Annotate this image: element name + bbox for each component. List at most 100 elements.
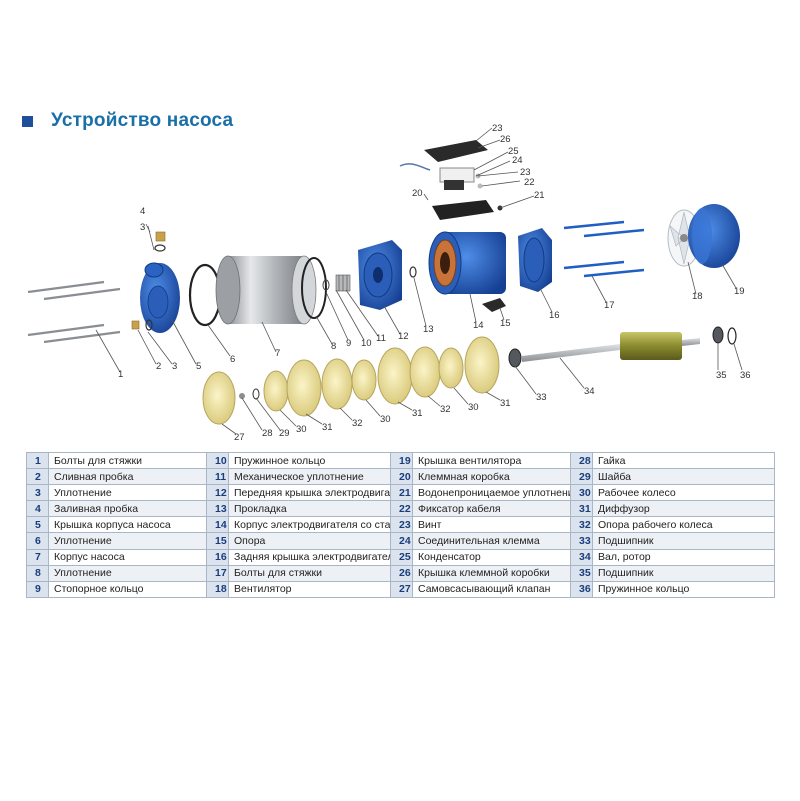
callout-17: 17 [604, 300, 615, 311]
gasket [409, 266, 417, 278]
pump-casing-cover [140, 262, 180, 333]
legend-part-number: 33 [570, 532, 593, 550]
legend-part-number: 31 [570, 500, 593, 518]
legend-part-number: 23 [390, 516, 413, 534]
callout-27: 27 [234, 432, 245, 443]
legend-part-number: 18 [206, 580, 229, 598]
callout-labels: 1 2 3 3 4 5 6 7 8 9 10 11 12 13 14 15 16… [118, 123, 751, 443]
legend-part-number: 29 [570, 468, 593, 486]
legend-part-name: Вал, ротор [592, 548, 775, 566]
callout-16: 16 [549, 310, 560, 321]
callout-15: 15 [500, 318, 511, 329]
legend-part-name: Задняя крышка электродвигателя [228, 548, 391, 566]
legend-part-number: 4 [26, 500, 49, 518]
legend-part-number: 12 [206, 484, 229, 502]
callout-7: 7 [275, 348, 280, 359]
legend-part-name: Крышка вентилятора [412, 451, 571, 470]
legend-part-name: Уплотнение [48, 532, 207, 550]
legend-part-number: 36 [570, 580, 593, 598]
callout-14: 14 [473, 320, 484, 331]
legend-part-name: Гайка [592, 451, 775, 470]
legend-part-number: 32 [570, 516, 593, 534]
tie-bolts-left [27, 280, 121, 344]
callout-23-side: 23 [520, 167, 531, 178]
legend-part-name: Уплотнение [48, 564, 207, 582]
legend-part-number: 10 [206, 451, 229, 470]
callout-4: 4 [140, 206, 145, 217]
callout-2: 2 [156, 361, 161, 372]
callout-28: 28 [262, 428, 273, 439]
legend-part-name: Диффузор [592, 500, 775, 518]
title-bullet-icon [22, 115, 33, 127]
motor-housing-stator [428, 231, 506, 295]
legend-part-name: Пружинное кольцо [228, 451, 391, 470]
legend-part-name: Винт [412, 516, 571, 534]
legend-part-name: Болты для стяжки [228, 564, 391, 582]
legend-part-name: Прокладка [228, 500, 391, 518]
legend-part-number: 26 [390, 564, 413, 582]
callout-31-b: 31 [412, 408, 423, 419]
legend-part-name: Передняя крышка электродвигателя [228, 484, 391, 502]
legend-part-number: 35 [570, 564, 593, 582]
legend-part-name: Крышка клеммной коробки [412, 564, 571, 582]
legend-part-number: 16 [206, 548, 229, 566]
legend-part-number: 24 [390, 532, 413, 550]
callout-3-lower: 3 [172, 361, 177, 372]
fan-cover [688, 204, 740, 268]
legend-part-number: 22 [390, 500, 413, 518]
legend-part-number: 15 [206, 532, 229, 550]
callout-12: 12 [398, 331, 409, 342]
legend-part-name: Самовсасывающий клапан [412, 580, 571, 598]
callout-21: 21 [534, 190, 545, 201]
legend-part-number: 28 [570, 451, 593, 470]
callout-9: 9 [346, 338, 351, 349]
leader-lines [95, 127, 743, 435]
callout-24: 24 [512, 155, 523, 166]
legend-part-number: 21 [390, 484, 413, 502]
legend-part-name: Водонепроницаемое уплотнение [412, 484, 571, 502]
legend-part-name: Шайба [592, 468, 775, 486]
legend-part-number: 2 [26, 468, 49, 486]
tie-bolts-right [563, 220, 645, 278]
legend-part-name: Крышка корпуса насоса [48, 516, 207, 534]
legend-part-name: Болты для стяжки [48, 451, 207, 470]
callout-1: 1 [118, 369, 123, 380]
legend-part-number: 11 [206, 468, 229, 486]
legend-part-name: Подшипник [592, 532, 775, 550]
callout-35: 35 [716, 370, 727, 381]
callout-31-a: 31 [322, 422, 333, 433]
legend-part-number: 5 [26, 516, 49, 534]
legend-part-number: 6 [26, 532, 49, 550]
callout-25: 25 [508, 146, 519, 157]
legend-part-name: Стопорное кольцо [48, 580, 207, 598]
drain-plug [131, 319, 153, 331]
seal-ring-8 [301, 257, 327, 319]
page-title: Устройство насоса [51, 110, 234, 131]
callout-11: 11 [376, 333, 386, 344]
legend-part-number: 3 [26, 484, 49, 502]
callout-36: 36 [740, 370, 751, 381]
legend-part-number: 9 [26, 580, 49, 598]
callout-13: 13 [423, 324, 434, 335]
legend-part-number: 7 [26, 548, 49, 566]
callout-8: 8 [331, 341, 336, 352]
legend-part-number: 30 [570, 484, 593, 502]
legend-part-name: Механическое уплотнение [228, 468, 391, 486]
priming-plug [154, 231, 166, 252]
callout-18: 18 [692, 291, 703, 302]
title-bar: Устройство насоса [22, 108, 233, 134]
legend-part-name: Вентилятор [228, 580, 391, 598]
legend-part-name: Уплотнение [48, 484, 207, 502]
retaining-ring [322, 279, 330, 291]
legend-part-number: 8 [26, 564, 49, 582]
legend-part-name: Заливная пробка [48, 500, 207, 518]
callout-32-a: 32 [352, 418, 363, 429]
